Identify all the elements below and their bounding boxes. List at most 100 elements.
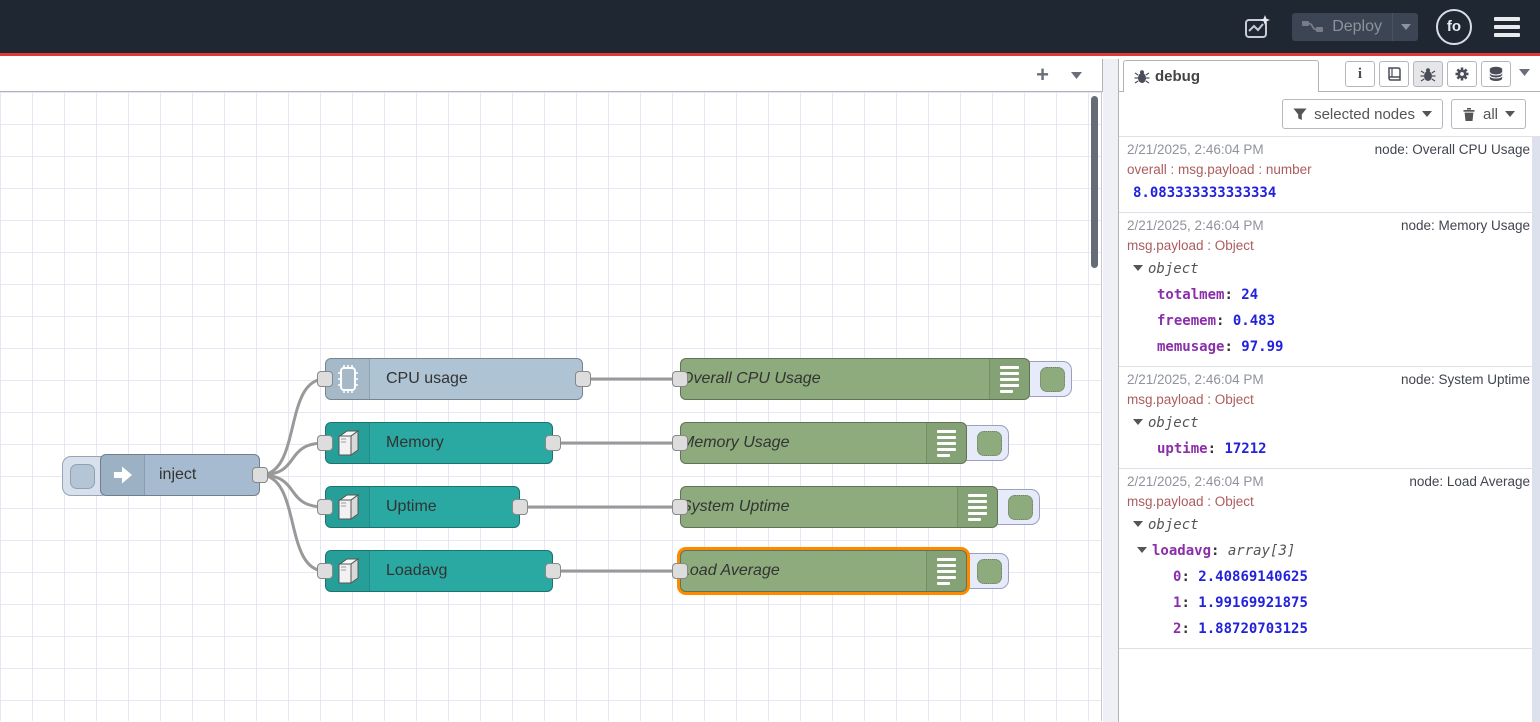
node-debug-load-average[interactable]: Load Average [680, 550, 967, 592]
node-port[interactable] [252, 467, 268, 483]
workspace-tab-bar: + [0, 59, 1103, 92]
node-port[interactable] [317, 371, 333, 387]
node-debug-system-uptime[interactable]: System Uptime [680, 486, 998, 528]
chevron-down-icon [1422, 111, 1432, 117]
message-timestamp: 2/21/2025, 2:46:04 PM [1127, 472, 1264, 492]
entry-key: freemem [1157, 313, 1216, 329]
debug-message[interactable]: 2/21/2025, 2:46:04 PM node: Load Average… [1119, 469, 1540, 649]
message-source-node: node: Overall CPU Usage [1375, 140, 1530, 160]
node-label: Overall CPU Usage [681, 370, 821, 388]
book-icon [1386, 66, 1403, 82]
collapse-caret-icon[interactable] [1133, 265, 1143, 271]
object-label: object [1148, 415, 1199, 431]
debug-toolbar: selected nodes all [1119, 92, 1540, 136]
node-port[interactable] [317, 499, 333, 515]
tab-debug[interactable]: debug [1123, 60, 1319, 92]
node-port[interactable] [317, 563, 333, 579]
wires-layer [0, 92, 1102, 721]
debug-filter-button[interactable]: selected nodes [1282, 99, 1443, 129]
bug-icon [1420, 67, 1436, 82]
sidebar-menu-caret[interactable] [1515, 67, 1534, 82]
deploy-options-caret[interactable] [1392, 13, 1418, 41]
collapse-caret-icon[interactable] [1133, 419, 1143, 425]
flow-list-caret-icon[interactable] [1065, 68, 1088, 83]
message-property: msg.payload : Object [1127, 492, 1530, 512]
deploy-button[interactable]: Deploy [1292, 13, 1418, 41]
inject-arrow-icon [101, 455, 145, 495]
node-label: Memory Usage [681, 434, 789, 452]
collapse-caret-icon[interactable] [1137, 547, 1147, 553]
bug-icon [1134, 69, 1150, 84]
node-debug-memory-usage[interactable]: Memory Usage [680, 422, 967, 464]
array-key: loadavg [1152, 543, 1211, 559]
filter-icon [1293, 108, 1307, 121]
collapse-caret-icon[interactable] [1133, 521, 1143, 527]
node-label: Loadavg [386, 562, 447, 580]
entry-value: 0.483 [1233, 313, 1275, 329]
node-port[interactable] [672, 563, 688, 579]
message-source-node: node: Memory Usage [1401, 216, 1530, 236]
deploy-label: Deploy [1324, 18, 1392, 36]
node-label: inject [159, 466, 196, 484]
node-uptime[interactable]: Uptime [325, 486, 520, 528]
object-label: object [1148, 261, 1199, 277]
database-icon [1488, 66, 1504, 82]
workspace: + [0, 59, 1103, 722]
main-menu-button[interactable] [1490, 13, 1524, 41]
wire[interactable] [260, 475, 325, 507]
debug-tab-button[interactable] [1413, 61, 1443, 87]
debug-message[interactable]: 2/21/2025, 2:46:04 PM node: Overall CPU … [1119, 137, 1540, 213]
context-tab-button[interactable] [1481, 61, 1511, 87]
node-label: System Uptime [681, 498, 789, 516]
user-avatar[interactable]: fo [1436, 9, 1472, 45]
debug-message[interactable]: 2/21/2025, 2:46:04 PM node: System Uptim… [1119, 367, 1540, 469]
entry-value: 1.99169921875 [1198, 595, 1308, 611]
flow-canvas[interactable]: inject [0, 92, 1102, 721]
message-property: msg.payload : Object [1127, 390, 1530, 410]
entry-value: 1.88720703125 [1198, 621, 1308, 637]
help-tab-button[interactable] [1379, 61, 1409, 87]
node-cpu-usage[interactable]: CPU usage [325, 358, 583, 400]
node-inject[interactable]: inject [100, 454, 260, 496]
node-port[interactable] [512, 499, 528, 515]
object-label: object [1148, 517, 1199, 533]
sidebar-scrollbar[interactable] [1532, 137, 1540, 722]
debug-list-icon [926, 551, 966, 591]
main-area: + [0, 59, 1540, 722]
sidebar: debug i [1118, 59, 1540, 722]
message-timestamp: 2/21/2025, 2:46:04 PM [1127, 216, 1264, 236]
debug-clear-button[interactable]: all [1451, 99, 1526, 129]
canvas-vertical-scrollbar[interactable] [1091, 96, 1098, 268]
wire[interactable] [260, 443, 325, 475]
chevron-down-icon [1505, 111, 1515, 117]
node-port[interactable] [545, 435, 561, 451]
node-port[interactable] [672, 499, 688, 515]
debug-clear-label: all [1483, 106, 1498, 123]
node-port[interactable] [317, 435, 333, 451]
message-source-node: node: Load Average [1409, 472, 1530, 492]
node-debug-overall-cpu[interactable]: Overall CPU Usage [680, 358, 1030, 400]
entry-value: 2.40869140625 [1198, 569, 1308, 585]
trash-icon [1462, 107, 1476, 122]
node-port[interactable] [672, 435, 688, 451]
node-loadavg[interactable]: Loadavg [325, 550, 553, 592]
node-label: CPU usage [386, 370, 468, 388]
menu-icon [1494, 17, 1520, 21]
entry-value: 17212 [1224, 441, 1266, 457]
node-port[interactable] [545, 563, 561, 579]
add-flow-button[interactable]: + [1030, 64, 1055, 86]
message-property: msg.payload : Object [1127, 236, 1530, 256]
node-port[interactable] [672, 371, 688, 387]
array-type: array[3] [1228, 543, 1295, 559]
debug-message-list: 2/21/2025, 2:46:04 PM node: Overall CPU … [1119, 136, 1540, 722]
sidebar-splitter[interactable] [1103, 59, 1118, 722]
info-tab-button[interactable]: i [1345, 61, 1375, 87]
header: Deploy fo [0, 0, 1540, 56]
config-tab-button[interactable] [1447, 61, 1477, 87]
deploy-icon [1302, 19, 1324, 35]
export-flows-button[interactable] [1240, 10, 1274, 44]
node-memory[interactable]: Memory [325, 422, 553, 464]
debug-message[interactable]: 2/21/2025, 2:46:04 PM node: Memory Usage… [1119, 213, 1540, 367]
node-port[interactable] [575, 371, 591, 387]
info-icon: i [1358, 66, 1362, 83]
